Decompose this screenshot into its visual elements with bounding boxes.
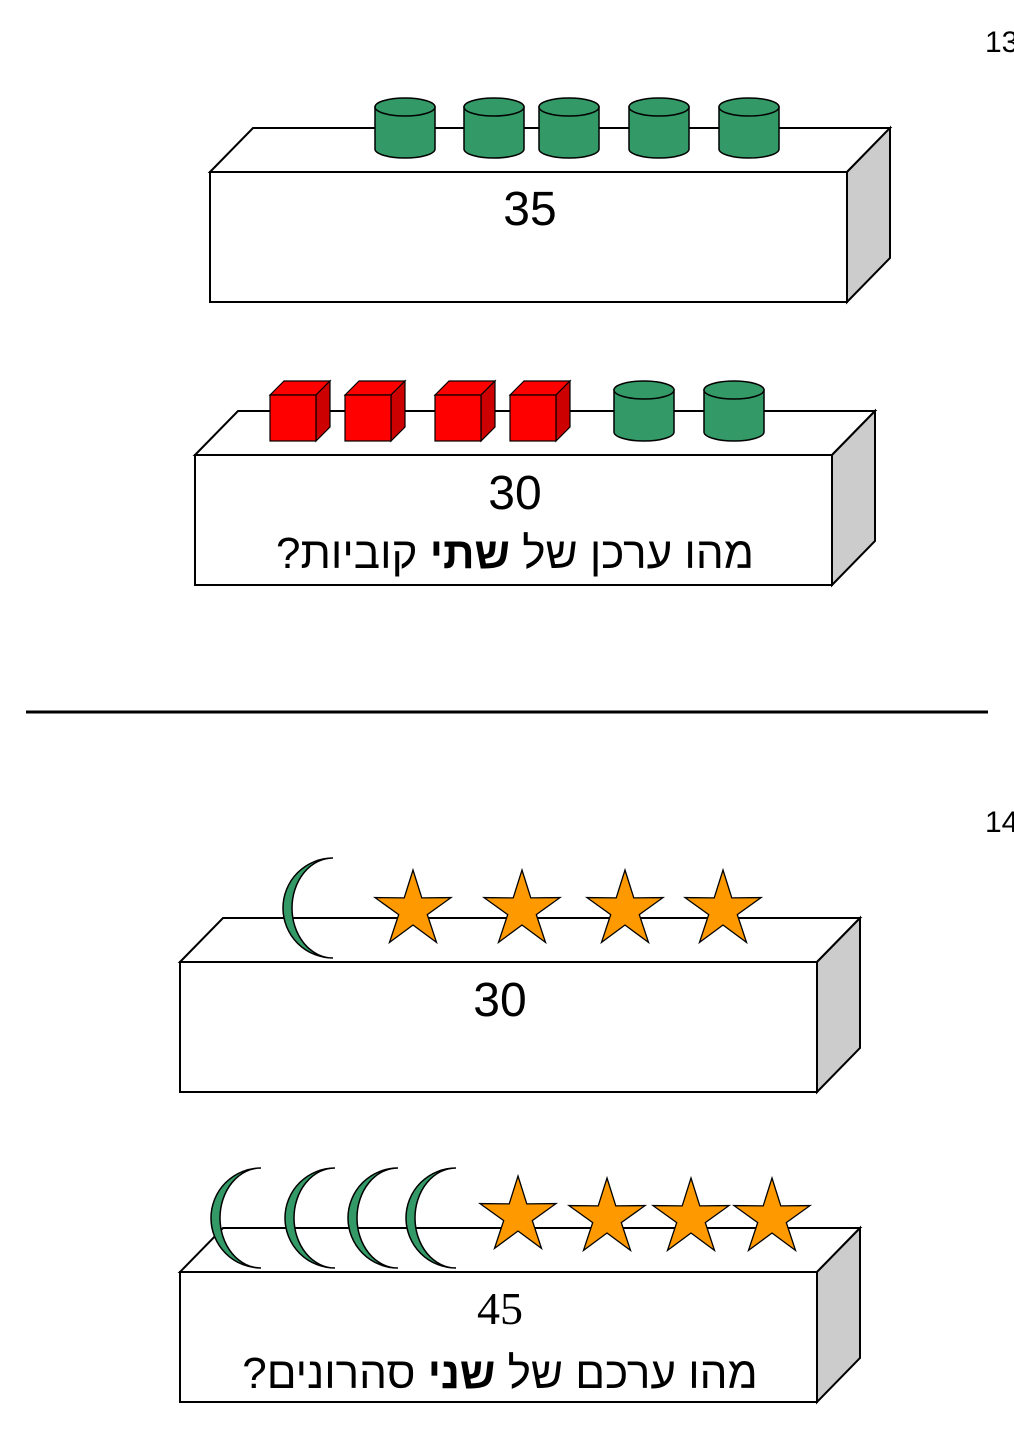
green-cylinder-icon [628,97,690,159]
question-emphasis: שתי [430,529,510,578]
green-crescent-moon-icon [282,857,334,959]
box-value: 45 [477,1283,523,1334]
orange-star-icon [566,1175,648,1253]
green-crescent-moon-icon [347,1167,399,1269]
green-crescent-moon-icon [284,1167,336,1269]
orange-star-icon [650,1175,732,1253]
orange-star-icon [584,867,666,945]
box-front-face [179,1271,818,1403]
question-text: מהו ערכם של שני סהרונים? [242,1349,758,1398]
green-crescent-moon-icon [210,1167,262,1269]
item-row [282,857,764,959]
box-value: 30 [488,467,541,520]
question-start: מהו ערכם של [495,1349,757,1398]
box-value: 35 [503,183,556,236]
card-14-box-2: 45 מהו ערכם של שני סהרונים? [177,1167,863,1405]
item-row [268,379,765,443]
orange-star-icon [731,1175,813,1253]
orange-star-icon [481,867,563,945]
box-front-face [209,171,848,303]
card-13-box-2: 30 מהו ערכן של שתי קוביות? [192,379,878,588]
orange-star-icon [372,867,454,945]
question-emphasis: שני [428,1349,496,1398]
item-row [374,97,780,159]
green-cylinder-icon [463,97,525,159]
green-cylinder-icon [374,97,436,159]
box-front-face [194,454,833,586]
question-start: מהו ערכן של [510,529,754,578]
question-text: מהו ערכן של שתי קוביות? [276,529,754,578]
green-crescent-moon-icon [405,1167,457,1269]
item-row [210,1167,813,1269]
card-14-box-1: 30 [177,857,863,1095]
question-end: קוביות? [276,529,430,578]
card-13-label: כרטיס 13 [985,26,1014,59]
question-end: סהרונים? [242,1349,427,1398]
card-14-label: כרטיס 14 [985,806,1014,839]
red-cube-icon [268,379,332,443]
green-cylinder-icon [718,97,780,159]
red-cube-icon [433,379,497,443]
orange-star-icon [477,1173,559,1251]
green-cylinder-icon [703,380,765,442]
orange-star-icon [682,867,764,945]
green-cylinder-icon [538,97,600,159]
red-cube-icon [508,379,572,443]
box-value: 30 [473,974,526,1027]
red-cube-icon [343,379,407,443]
card-13-box-1: 35 [207,97,893,305]
box-front-face [179,961,818,1093]
green-cylinder-icon [613,380,675,442]
